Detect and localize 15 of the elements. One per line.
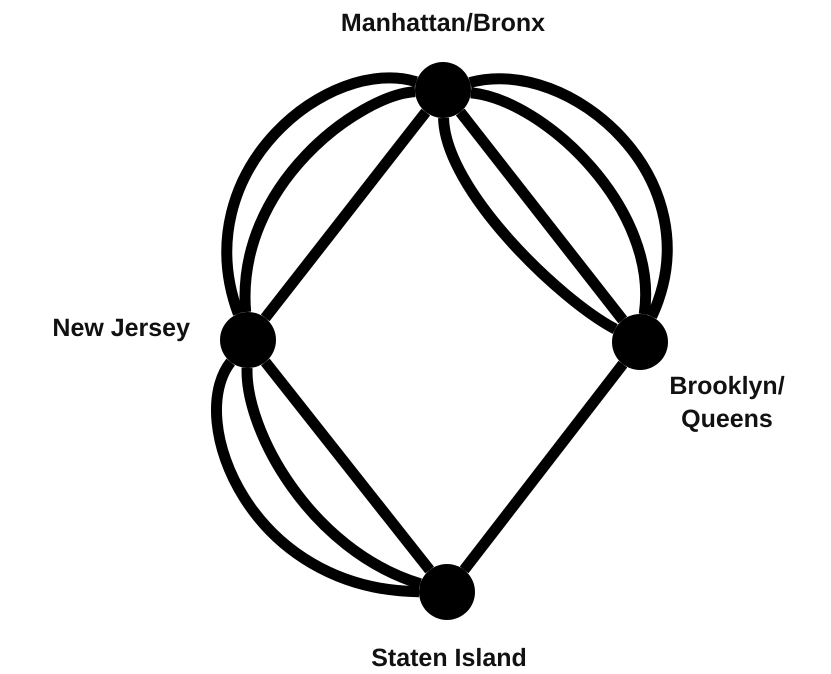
- connection-line: [240, 86, 416, 312]
- connection-line: [470, 87, 651, 315]
- connection-line: [260, 108, 430, 322]
- connection-line: [212, 359, 420, 598]
- connection-line: [469, 73, 673, 318]
- place-label: Manhattan/Bronx: [340, 8, 546, 39]
- connection-line: [261, 358, 434, 574]
- connection-line: [242, 368, 422, 589]
- place-label: Brooklyn/ Queens: [668, 371, 786, 434]
- place-label: New Jersey: [51, 313, 190, 344]
- connection-line: [438, 117, 618, 334]
- connection-line: [456, 108, 628, 324]
- connection-line: [221, 72, 418, 316]
- connection-line: [460, 360, 628, 574]
- place-label: Staten Island: [370, 643, 528, 674]
